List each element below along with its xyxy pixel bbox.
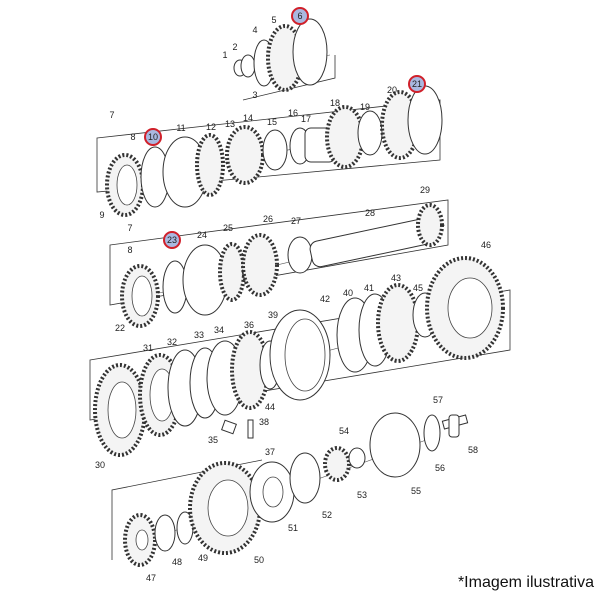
part-label: 48 bbox=[172, 557, 182, 567]
part-label: 2 bbox=[232, 42, 237, 52]
part-label: 31 bbox=[143, 343, 153, 353]
part-label: 40 bbox=[343, 288, 353, 298]
part-label: 38 bbox=[259, 417, 269, 427]
part-label: 17 bbox=[301, 114, 311, 124]
part-label: 3 bbox=[252, 90, 257, 100]
part-label: 32 bbox=[167, 337, 177, 347]
part-label: 52 bbox=[322, 510, 332, 520]
part-label: 58 bbox=[468, 445, 478, 455]
part-label: 44 bbox=[265, 402, 275, 412]
highlight-marker-21[interactable] bbox=[408, 75, 426, 93]
part-label: 45 bbox=[413, 283, 423, 293]
part-label: 20 bbox=[387, 85, 397, 95]
part-label: 7 bbox=[109, 110, 114, 120]
part-label: 26 bbox=[263, 214, 273, 224]
part-label: 36 bbox=[244, 320, 254, 330]
part-label: 8 bbox=[127, 245, 132, 255]
part-label-highlighted[interactable]: 6 bbox=[297, 11, 302, 21]
part-label: 11 bbox=[176, 123, 185, 133]
part-label: 47 bbox=[146, 573, 156, 583]
part-label: 28 bbox=[365, 208, 375, 218]
part-label-highlighted[interactable]: 10 bbox=[148, 132, 158, 142]
part-label: 30 bbox=[95, 460, 105, 470]
parts-group-4 bbox=[93, 256, 505, 457]
parts-group-2 bbox=[105, 85, 443, 217]
part-label: 5 bbox=[271, 15, 276, 25]
part-label: 39 bbox=[268, 310, 278, 320]
parts-group-1 bbox=[233, 18, 328, 92]
part-label: 15 bbox=[267, 117, 277, 127]
part-label: 27 bbox=[291, 216, 301, 226]
part-label: 12 bbox=[206, 122, 216, 132]
part-label: 54 bbox=[339, 426, 349, 436]
part-label: 37 bbox=[265, 447, 275, 457]
part-label: 29 bbox=[420, 185, 430, 195]
group-frame-1 bbox=[242, 55, 336, 101]
part-label: 50 bbox=[254, 555, 264, 565]
part-label: 33 bbox=[194, 330, 204, 340]
part-label: 4 bbox=[252, 25, 257, 35]
part-label: 7 bbox=[127, 223, 132, 233]
part-label: 13 bbox=[225, 119, 235, 129]
part-label: 1 bbox=[222, 50, 227, 60]
highlight-marker-23[interactable] bbox=[163, 231, 181, 249]
part-label: 14 bbox=[243, 113, 253, 123]
part-label-highlighted[interactable]: 21 bbox=[412, 79, 422, 89]
part-label: 24 bbox=[197, 230, 207, 240]
parts-group-3 bbox=[120, 203, 444, 328]
parts-group-5 bbox=[123, 412, 469, 567]
part-label: 46 bbox=[481, 240, 491, 250]
part-label: 55 bbox=[411, 486, 421, 496]
part-label: 57 bbox=[433, 395, 443, 405]
part-label: 18 bbox=[330, 98, 340, 108]
part-label: 41 bbox=[364, 283, 374, 293]
part-label: 43 bbox=[391, 273, 401, 283]
highlight-marker-10[interactable] bbox=[144, 128, 162, 146]
part-label: 25 bbox=[223, 223, 233, 233]
part-label: 56 bbox=[435, 463, 445, 473]
part-label: 19 bbox=[360, 102, 370, 112]
part-label: 22 bbox=[115, 323, 125, 333]
group-frame-3 bbox=[109, 199, 449, 306]
part-label: 9 bbox=[99, 210, 104, 220]
part-label-highlighted[interactable]: 23 bbox=[167, 235, 177, 245]
part-label: 8 bbox=[130, 132, 135, 142]
part-label: 16 bbox=[288, 108, 298, 118]
part-label: 34 bbox=[214, 325, 224, 335]
group-frame-2 bbox=[96, 99, 441, 193]
part-labels: 1 2 3 4 5 6 7 8 9 10 11 12 13 14 15 16 1… bbox=[95, 11, 491, 583]
part-label: 35 bbox=[208, 435, 218, 445]
illustrative-image-note: *Imagem ilustrativa bbox=[457, 574, 594, 591]
highlight-marker-6[interactable] bbox=[291, 7, 309, 25]
part-label: 51 bbox=[288, 523, 298, 533]
part-label: 42 bbox=[320, 294, 330, 304]
part-label: 53 bbox=[357, 490, 367, 500]
part-label: 49 bbox=[198, 553, 208, 563]
